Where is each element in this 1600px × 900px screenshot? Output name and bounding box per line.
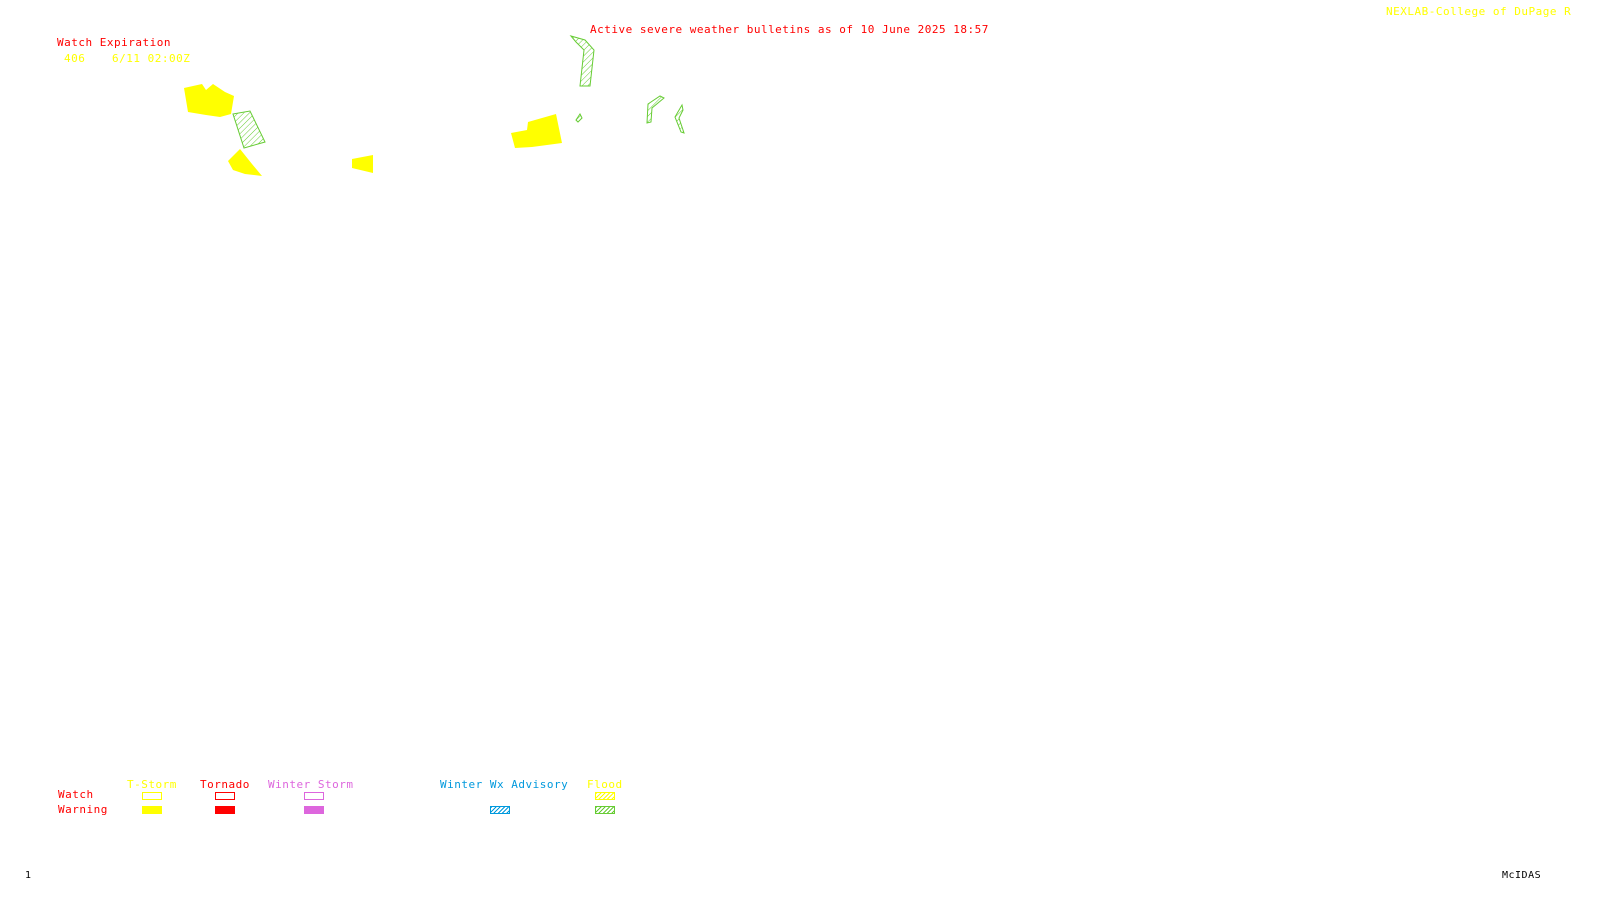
flood-warning-polygon — [575, 113, 583, 123]
watch-number: 406 — [64, 52, 86, 65]
tstorm-warning-polygon — [352, 155, 373, 173]
legend-winter-storm-watch-swatch — [304, 792, 324, 800]
watch-table-header: Watch Expiration — [57, 36, 171, 49]
legend-winter-storm-warning-swatch — [304, 806, 324, 814]
legend-row-watch-label: Watch — [58, 788, 94, 801]
legend-tstorm-label: T-Storm — [127, 778, 177, 791]
page-title: Active severe weather bulletins as of 10… — [590, 23, 989, 36]
legend-tornado-watch-swatch — [215, 792, 235, 800]
flood-warning-polygon — [569, 35, 595, 87]
tstorm-warning-polygon — [511, 114, 562, 148]
legend-winter-storm-label: Winter Storm — [268, 778, 354, 791]
legend-winter-wx-advisory-warning-swatch — [490, 806, 510, 814]
frame-number: 1 — [25, 870, 32, 881]
legend-tstorm-warning-swatch — [142, 806, 162, 814]
flood-warning-polygon — [674, 103, 685, 134]
legend-row-warning-label: Warning — [58, 803, 108, 816]
legend-flood-warning-swatch — [595, 806, 615, 814]
tstorm-warning-polygon — [228, 149, 262, 176]
legend-flood-watch-swatch — [595, 792, 615, 800]
legend-tornado-label: Tornado — [200, 778, 250, 791]
tstorm-warning-polygon — [184, 84, 234, 117]
legend-flood-label: Flood — [587, 778, 623, 791]
legend-winter-wx-advisory-label: Winter Wx Advisory — [440, 778, 569, 791]
legend-tornado-warning-swatch — [215, 806, 235, 814]
watch-expiration: 6/11 02:00Z — [112, 52, 191, 65]
flood-warning-polygon — [646, 95, 665, 124]
credit-label: NEXLAB-College of DuPage R — [1386, 5, 1572, 18]
legend-tstorm-watch-swatch — [142, 792, 162, 800]
software-label: McIDAS — [1502, 870, 1542, 881]
flood-warning-polygon — [232, 110, 266, 149]
